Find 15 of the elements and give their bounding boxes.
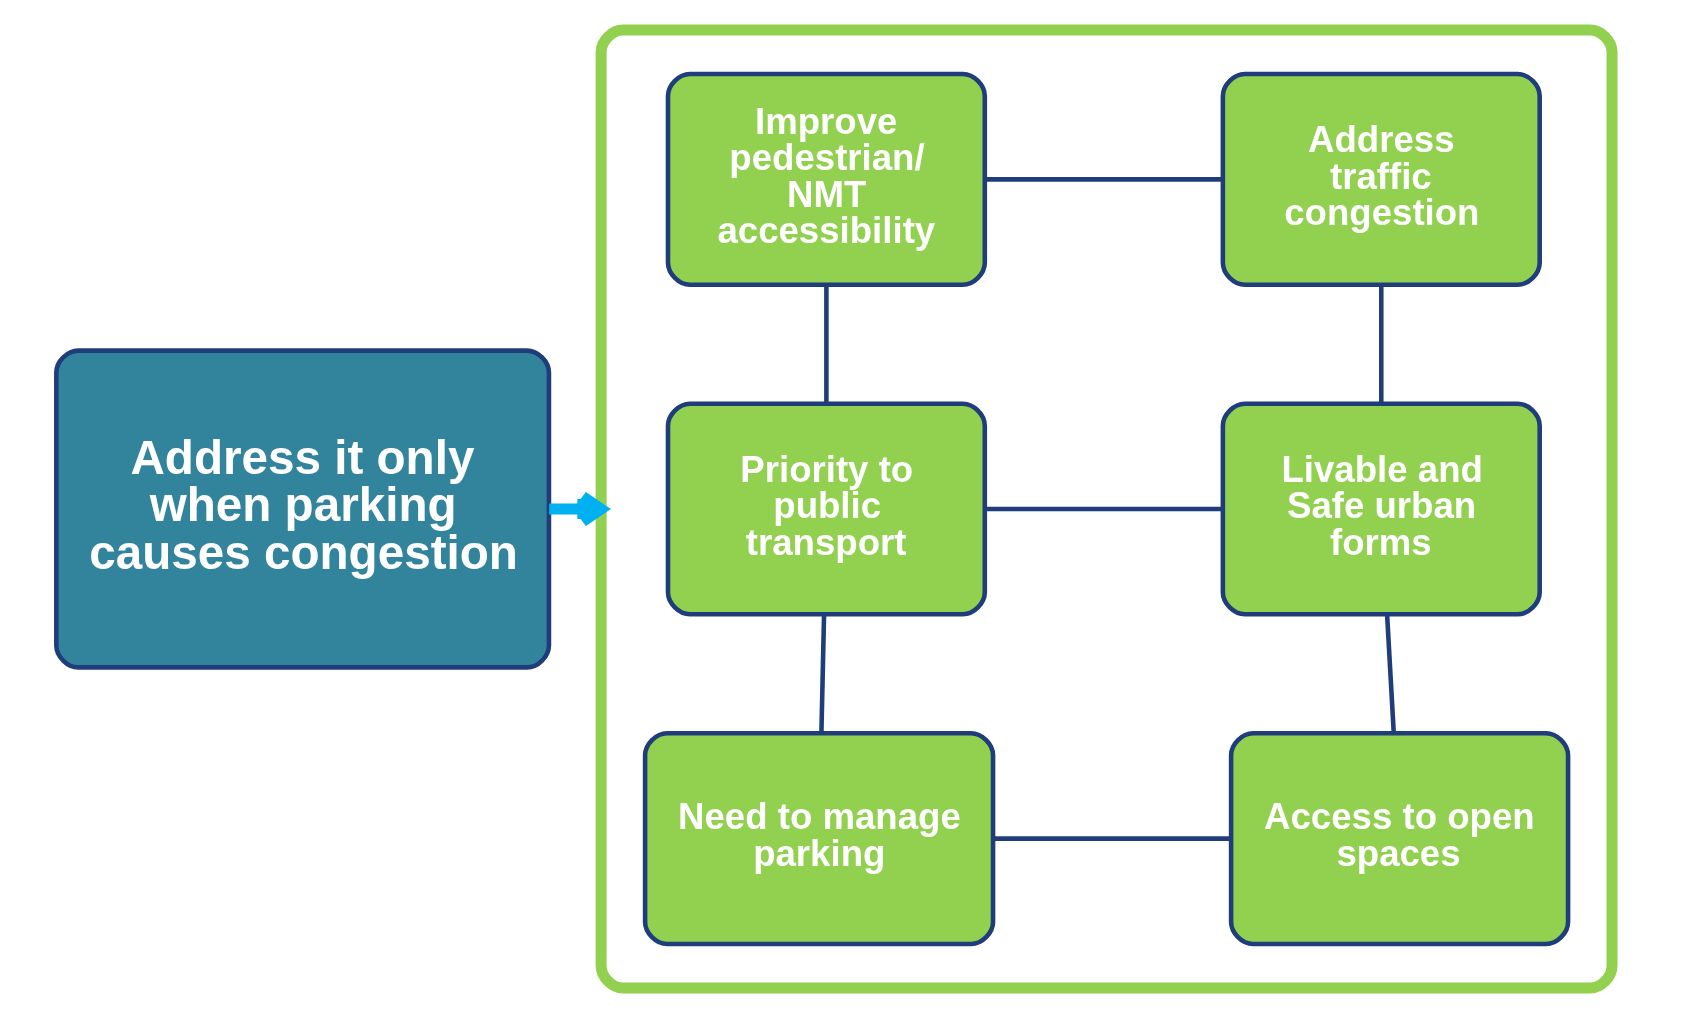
connector bbox=[824, 285, 829, 404]
node-box: Address it only when parking causes congestion bbox=[54, 348, 552, 670]
connector bbox=[1379, 285, 1384, 404]
node-box: Improve pedestrian/ NMT accessibility bbox=[665, 71, 988, 287]
node-box: Livable and Safe urban forms bbox=[1220, 401, 1542, 617]
connector bbox=[985, 506, 1223, 512]
connector bbox=[993, 836, 1231, 841]
node-box: Need to manage parking bbox=[642, 731, 996, 947]
connector bbox=[1384, 614, 1397, 734]
connector bbox=[985, 177, 1223, 182]
cluster bbox=[595, 24, 1618, 994]
node-box: Priority to public transport bbox=[665, 401, 988, 617]
node-box: Address traffic congestion bbox=[1220, 71, 1542, 287]
connector bbox=[819, 614, 827, 734]
node-box: Access to open spaces bbox=[1228, 731, 1571, 947]
